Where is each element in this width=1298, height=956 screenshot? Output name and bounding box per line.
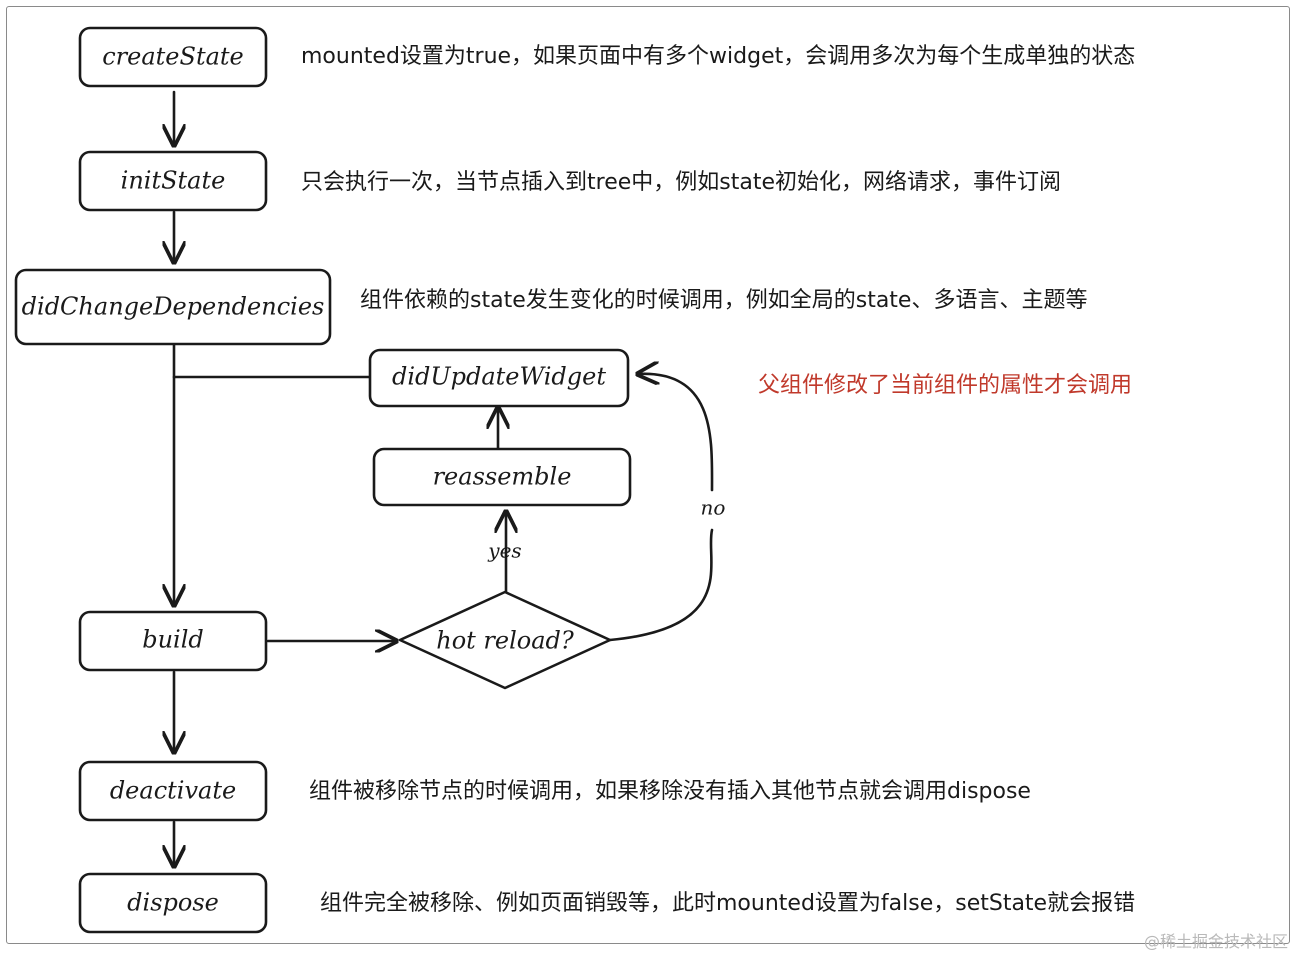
- node-reassemble: [372, 447, 632, 507]
- node-initstate-label: initState: [121, 167, 226, 195]
- node-didupdatewidget: [368, 348, 630, 408]
- node-didchangedependencies: [14, 268, 332, 346]
- edge-hotreload-didupdatewidget-no: [608, 374, 714, 642]
- node-dispose-label: dispose: [127, 889, 219, 917]
- branch-yes-label: yes: [487, 539, 521, 563]
- note-didchangedependencies: 组件依赖的state发生变化的时候调用，例如全局的state、多语言、主题等: [360, 288, 1088, 313]
- node-deactivate: [78, 760, 268, 822]
- note-createstate: mounted设置为true，如果页面中有多个widget，会调用多次为每个生成…: [301, 44, 1136, 69]
- node-reassemble-label: reassemble: [433, 463, 572, 491]
- node-build: [78, 610, 268, 672]
- branch-no-label: no: [701, 496, 726, 520]
- note-initstate: 只会执行一次，当节点插入到tree中，例如state初始化，网络请求，事件订阅: [301, 170, 1061, 195]
- node-deactivate-label: deactivate: [110, 777, 236, 805]
- node-didchangedependencies-label: didChangeDependencies: [22, 293, 325, 321]
- node-build-label: build: [142, 626, 204, 654]
- node-didupdatewidget-label: didUpdateWidget: [392, 363, 606, 391]
- note-deactivate: 组件被移除节点的时候调用，如果移除没有插入其他节点就会调用dispose: [309, 779, 1031, 804]
- node-dispose: [78, 872, 268, 934]
- note-didupdatewidget: 父组件修改了当前组件的属性才会调用: [758, 373, 1133, 398]
- node-createstate: [78, 26, 268, 88]
- node-initstate: [78, 150, 268, 212]
- node-createstate-label: createState: [102, 43, 244, 71]
- note-dispose: 组件完全被移除、例如页面销毁等，此时mounted设置为false，setSta…: [320, 891, 1136, 916]
- node-hotreload-label: hot reload?: [436, 627, 574, 655]
- watermark: @稀土掘金技术社区: [1143, 932, 1288, 951]
- node-hotreload: [398, 590, 612, 690]
